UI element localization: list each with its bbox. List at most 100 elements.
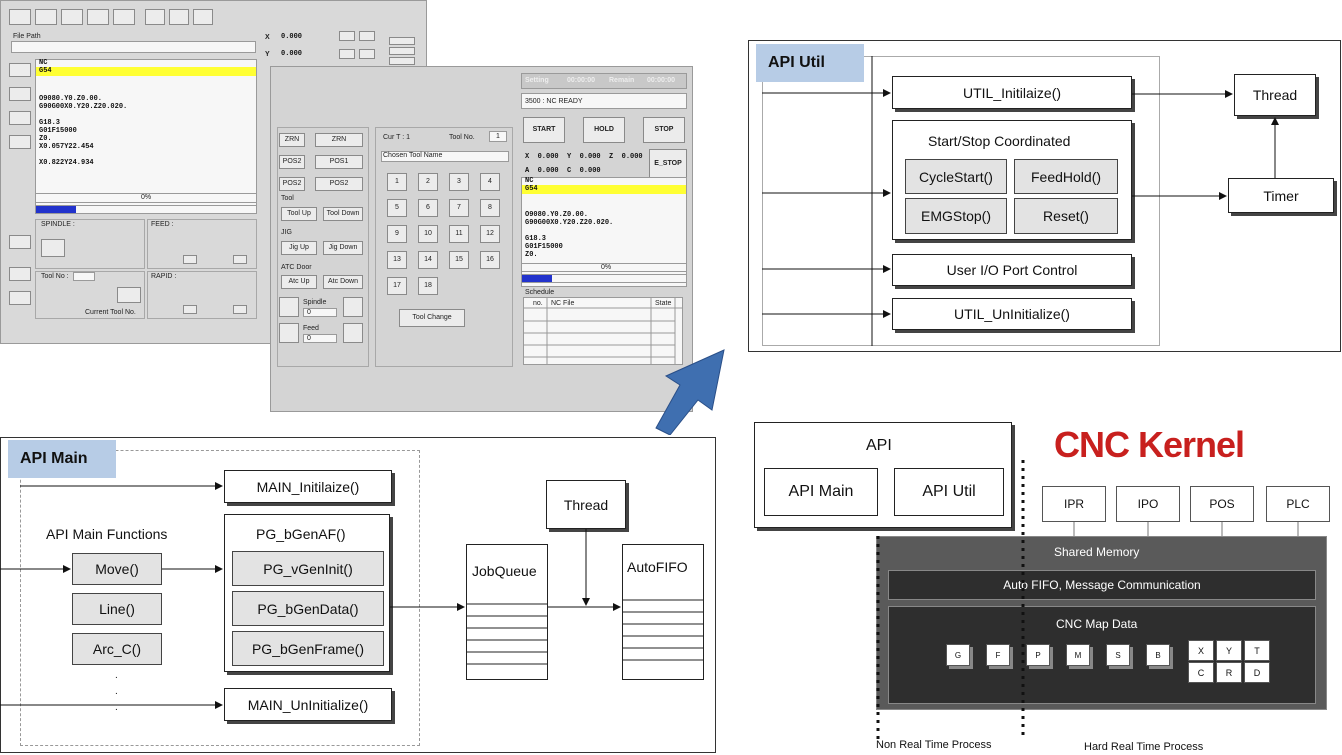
pos1-button[interactable]: POS1: [315, 155, 363, 169]
tool-key-button[interactable]: 17: [387, 277, 407, 295]
progress-bar: [35, 193, 257, 203]
setting-label: Setting: [525, 77, 549, 84]
atc-down-button[interactable]: Atc Down: [323, 275, 363, 289]
zrn-button-2[interactable]: ZRN: [315, 133, 363, 147]
tool-key-button[interactable]: 14: [418, 251, 438, 269]
side-button[interactable]: [9, 291, 31, 305]
spindle-right-button[interactable]: [343, 297, 363, 317]
toolbar-button[interactable]: [169, 9, 189, 25]
tool-no-field[interactable]: [489, 131, 507, 142]
tool-key-button[interactable]: 11: [449, 225, 469, 243]
main-functions-label: API Main Functions: [46, 526, 168, 542]
tool-keypad-panel: [375, 127, 513, 367]
program-line: G90G00X0.Y20.Z20.020.: [525, 219, 614, 227]
side-button[interactable]: [9, 111, 31, 125]
jog-minus-button[interactable]: [339, 31, 355, 41]
side-button[interactable]: [9, 135, 31, 149]
rapid-group: [147, 271, 257, 319]
side-button[interactable]: [9, 235, 31, 249]
rapid-plus-button[interactable]: [233, 305, 247, 314]
feed-value-text: 0: [307, 335, 311, 342]
jig-section-label: JIG: [281, 229, 292, 236]
side-button[interactable]: [9, 267, 31, 281]
axis-cell: R: [1216, 662, 1242, 683]
progress-fill: [36, 206, 76, 213]
tool-key-button[interactable]: 16: [480, 251, 500, 269]
current-tool-label: Cur T : 1: [383, 134, 410, 141]
hold-button[interactable]: HOLD: [583, 117, 625, 143]
pg-gen-init-box: PG_vGenInit(): [232, 551, 384, 586]
toolbar-button[interactable]: [35, 9, 57, 25]
side-button[interactable]: [9, 63, 31, 77]
tool-key-button[interactable]: 5: [387, 199, 407, 217]
program-line: O9080.Y0.Z0.00.: [39, 95, 103, 103]
program-line: X0.057Y22.454: [39, 143, 94, 151]
toolbar-button[interactable]: [193, 9, 213, 25]
tool-key-button[interactable]: 1: [387, 173, 407, 191]
tool-change-button[interactable]: [117, 287, 141, 303]
feed-minus-button[interactable]: [183, 255, 197, 264]
tool-no-select[interactable]: [73, 272, 95, 281]
col-no-header: no.: [533, 300, 543, 307]
tool-key-button[interactable]: 2: [418, 173, 438, 191]
rapid-minus-button[interactable]: [183, 305, 197, 314]
toolbar-button[interactable]: [87, 9, 109, 25]
feed-label: Feed: [303, 325, 319, 332]
tool-key-button[interactable]: 7: [449, 199, 469, 217]
tool-up-button[interactable]: Tool Up: [281, 207, 317, 221]
shared-memory-label: Shared Memory: [1054, 545, 1140, 559]
register-box: M: [1066, 644, 1090, 666]
tool-key-button[interactable]: 13: [387, 251, 407, 269]
program-line: X0.822Y24.934: [39, 159, 94, 167]
axis-button[interactable]: [389, 37, 415, 45]
start-button[interactable]: START: [523, 117, 565, 143]
atc-up-button[interactable]: Atc Up: [281, 275, 317, 289]
stop-button[interactable]: STOP: [643, 117, 685, 143]
tool-key-button[interactable]: 10: [418, 225, 438, 243]
manual-panel: [277, 127, 369, 367]
tool-key-button[interactable]: 12: [480, 225, 500, 243]
pg-gen-frame-box: PG_bGenFrame(): [232, 631, 384, 666]
spindle-button[interactable]: [41, 239, 65, 257]
axis-button[interactable]: [389, 57, 415, 65]
tool-key-button[interactable]: 3: [449, 173, 469, 191]
util-uninit-box: UTIL_UnInitialize(): [892, 298, 1132, 330]
axis-button[interactable]: [389, 47, 415, 55]
tool-key-button[interactable]: 4: [480, 173, 500, 191]
coord-x-value: 0.000: [281, 33, 303, 41]
toolbar-button[interactable]: [61, 9, 83, 25]
tool-change-button[interactable]: Tool Change: [399, 309, 465, 327]
feed-plus-button[interactable]: [233, 255, 247, 264]
tool-key-button[interactable]: 6: [418, 199, 438, 217]
side-button[interactable]: [9, 87, 31, 101]
toolbar-button[interactable]: [145, 9, 165, 25]
file-path-field[interactable]: [11, 41, 256, 53]
tool-key-button[interactable]: 9: [387, 225, 407, 243]
toolbar-button[interactable]: [113, 9, 135, 25]
module-box-pos: POS: [1190, 486, 1254, 522]
tool-key-button[interactable]: 15: [449, 251, 469, 269]
toolbar-button[interactable]: [9, 9, 31, 25]
chosen-tool-field[interactable]: [381, 151, 509, 162]
tool-key-button[interactable]: 8: [480, 199, 500, 217]
feed-right-button[interactable]: [343, 323, 363, 343]
non-real-time-label: Non Real Time Process: [876, 739, 992, 751]
zrn-button[interactable]: ZRN: [279, 133, 305, 147]
tool-down-button[interactable]: Tool Down: [323, 207, 363, 221]
pos2-button-2[interactable]: POS2: [279, 177, 305, 191]
estop-button[interactable]: E_STOP: [649, 149, 687, 179]
jog-plus-button[interactable]: [359, 49, 375, 59]
spindle-side-button[interactable]: [279, 297, 299, 317]
tool-no-label: Tool No :: [41, 273, 69, 280]
pos2-button[interactable]: POS2: [279, 155, 305, 169]
jig-down-button[interactable]: Jig Down: [323, 241, 363, 255]
jog-minus-button[interactable]: [339, 49, 355, 59]
job-queue-box: [466, 544, 548, 680]
program-line: G01F15000: [525, 243, 563, 251]
jog-plus-button[interactable]: [359, 31, 375, 41]
axis-cell: D: [1244, 662, 1270, 683]
pos2-button-3[interactable]: POS2: [315, 177, 363, 191]
feed-side-button[interactable]: [279, 323, 299, 343]
jig-up-button[interactable]: Jig Up: [281, 241, 317, 255]
tool-key-button[interactable]: 18: [418, 277, 438, 295]
